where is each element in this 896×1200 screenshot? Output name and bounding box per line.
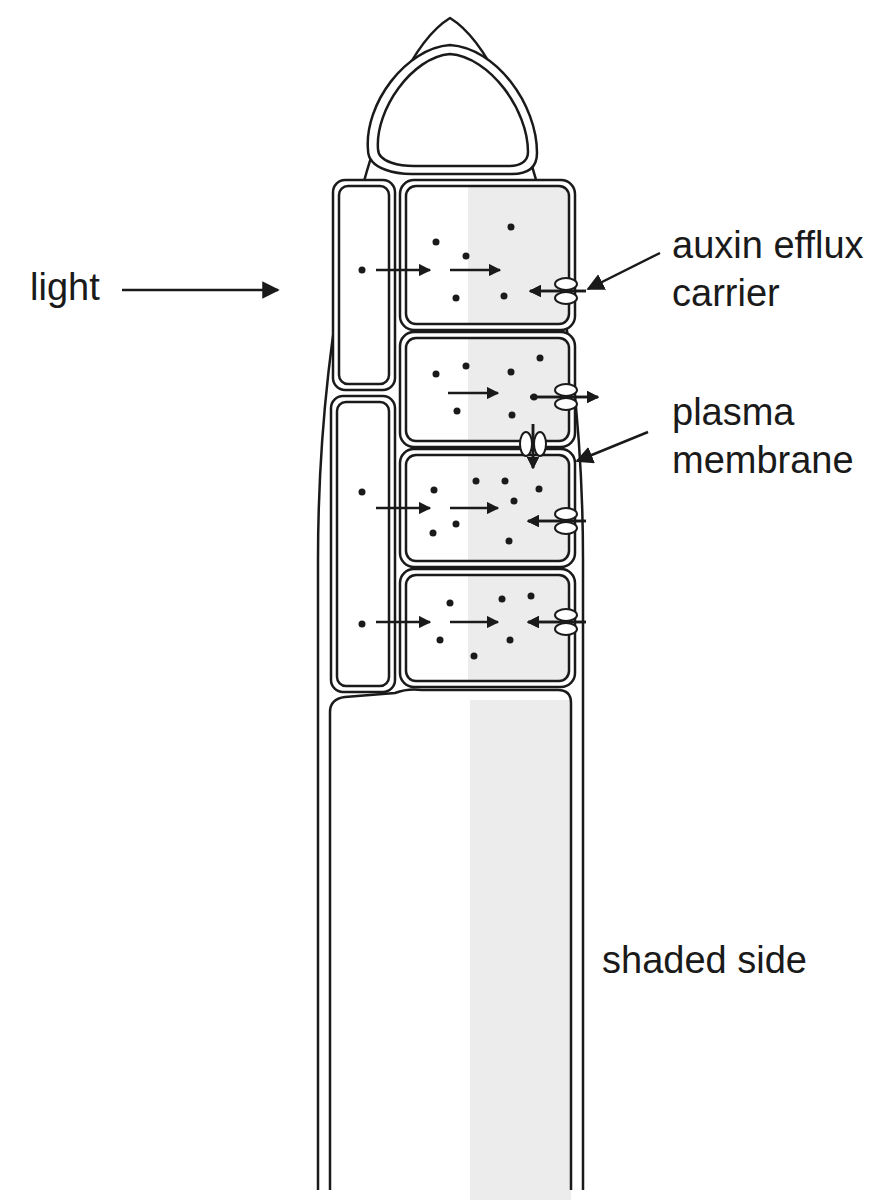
auxin-flow-arrows: [376, 270, 598, 622]
side-label: shaded side: [602, 936, 862, 984]
tip-cell-membrane: [378, 54, 528, 166]
membrane-label: plasma membrane: [672, 388, 892, 484]
leader-line: [577, 432, 648, 461]
light-label: light: [30, 263, 150, 311]
plasma-membrane: [406, 338, 569, 441]
leader-line: [588, 253, 660, 289]
shade-band: [468, 338, 569, 441]
cell-membrane: [337, 402, 389, 686]
cell-membrane: [339, 186, 389, 384]
lit-side-cell: [331, 396, 395, 692]
shade-band: [470, 700, 571, 1200]
efflux-carrier: [520, 278, 577, 635]
lit-side-cell: [333, 180, 395, 390]
elongating-cell: [330, 689, 571, 1190]
shade-band: [468, 186, 569, 324]
tip-cell: [368, 45, 537, 174]
plasma-membrane: [406, 186, 569, 324]
plasma-membrane: [406, 575, 569, 681]
carrier-label: auxin efflux carrier: [672, 221, 892, 317]
auxin-particles: [359, 224, 544, 660]
shade-band: [468, 575, 569, 681]
plasma-membrane: [406, 455, 569, 561]
light-direction-arrow: [122, 289, 278, 292]
